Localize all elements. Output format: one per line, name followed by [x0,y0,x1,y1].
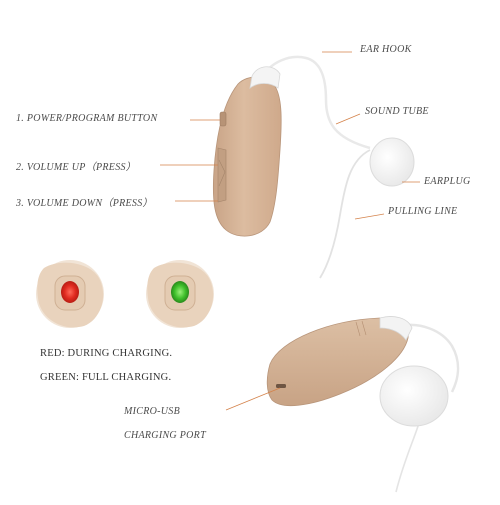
label-sound-tube: SOUND TUBE [365,106,429,117]
red-led-closeup [36,260,104,328]
bottom-earplug [379,365,449,427]
ear-hook-cap [249,66,281,89]
caption-red: RED: DURING CHARGING. [40,348,173,359]
caption-green: GREEN: FULL CHARGING. [40,372,172,383]
label-ear-hook: EAR HOOK [360,44,412,55]
label-charging-port: CHARGING PORT [124,430,206,441]
earplug-dome [369,137,415,187]
label-volume-down: 3. VOLUME DOWN（PRESS） [16,198,153,209]
bottom-tube [399,323,460,393]
hearing-aid-body-top [212,76,282,237]
hearing-aid-body-bottom [266,317,409,406]
label-power-button: 1. POWER/PROGRAM BUTTON [16,113,158,124]
bottom-hook-cap [379,316,413,341]
green-led-closeup [146,260,214,328]
leader-sound-tube [335,113,361,125]
label-earplug: EARPLUG [424,176,471,187]
label-pulling-line: PULLING LINE [388,206,458,217]
volume-rocker [217,147,227,203]
usb-port [276,384,286,388]
ear-hook-tube [260,55,371,150]
leader-usb [225,387,281,411]
label-volume-up: 2. VOLUME UP（PRESS） [16,162,137,173]
leader-pulling-line [354,213,385,220]
pulling-line [319,149,371,279]
bottom-pulling-line [395,419,421,493]
program-button [219,111,227,127]
label-micro-usb: MICRO-USB [124,406,181,417]
